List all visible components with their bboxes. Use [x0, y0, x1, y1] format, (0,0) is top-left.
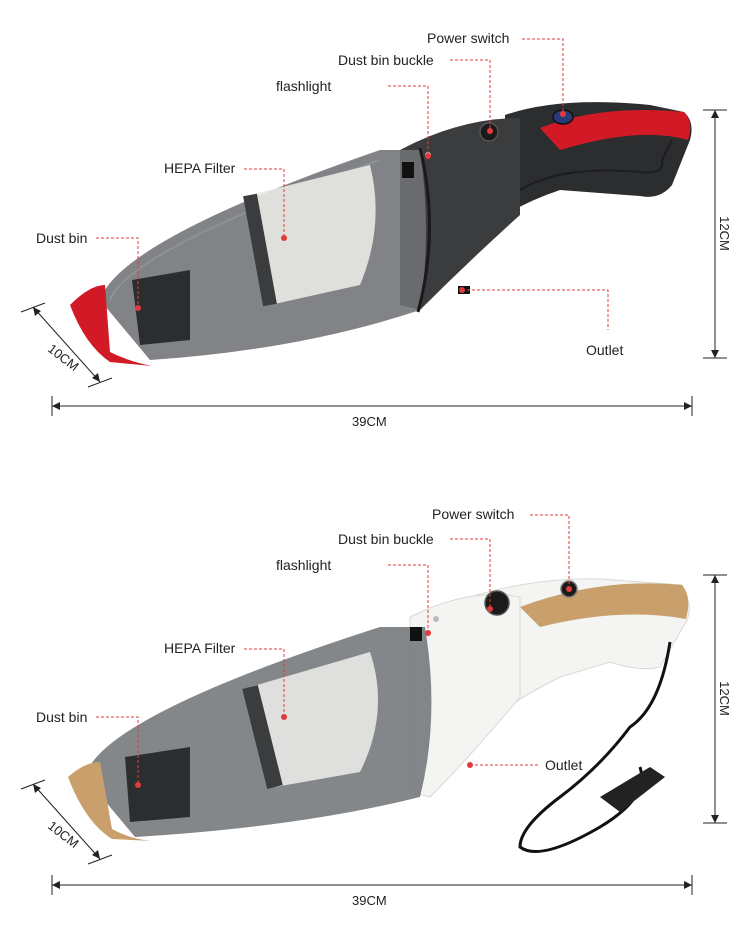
- vacuum-red-illustration: [20, 38, 727, 416]
- leader-lines-gold: [96, 514, 570, 785]
- label-dust-bin: Dust bin: [36, 709, 88, 725]
- dimension-length: 39CM: [352, 414, 387, 429]
- label-hepa-filter: HEPA Filter: [164, 160, 236, 176]
- dimension-lines-gold: [20, 574, 727, 895]
- label-flashlight: flashlight: [276, 557, 332, 573]
- red-nozzle-trim: [70, 285, 152, 366]
- red-handle-trim: [540, 110, 691, 150]
- hepa-cylinder: [250, 165, 376, 305]
- vacuum-gold-illustration: [20, 514, 727, 895]
- label-power-switch: Power switch: [427, 30, 510, 46]
- leader-lines: [96, 38, 609, 330]
- hepa-cylinder-gold: [250, 652, 378, 787]
- product-panel-gold: Power switch Dust bin buckle flashlight …: [0, 467, 750, 934]
- label-dust-bin: Dust bin: [36, 230, 88, 246]
- label-dust-bin-buckle: Dust bin buckle: [338, 531, 434, 547]
- gold-nozzle-trim: [68, 762, 152, 841]
- dimension-lines: [20, 109, 727, 416]
- product-panel-red: Power switch Dust bin buckle flashlight …: [0, 0, 750, 467]
- label-power-switch: Power switch: [432, 506, 515, 522]
- label-outlet: Outlet: [586, 342, 624, 358]
- label-hepa-filter: HEPA Filter: [164, 640, 236, 656]
- dimension-height: 12CM: [716, 216, 732, 251]
- dimension-height: 12CM: [716, 681, 732, 716]
- dimension-length: 39CM: [352, 893, 387, 908]
- label-outlet: Outlet: [545, 757, 583, 773]
- label-flashlight: flashlight: [276, 78, 332, 94]
- label-dust-bin-buckle: Dust bin buckle: [338, 52, 434, 68]
